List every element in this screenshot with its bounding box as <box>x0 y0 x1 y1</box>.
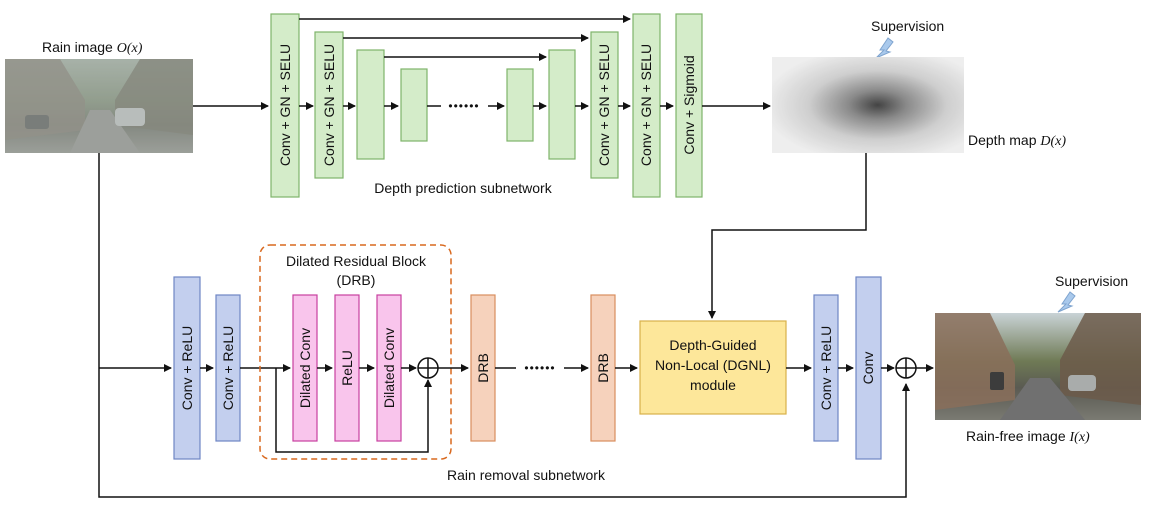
conv-relu-block-2: Conv + ReLU <box>215 294 241 442</box>
dilated-conv-block-2: Dilated Conv <box>376 294 402 442</box>
svg-text:Conv + ReLU: Conv + ReLU <box>818 326 834 410</box>
svg-text:Conv + GN + SELU: Conv + GN + SELU <box>321 44 337 166</box>
depth-block-5 <box>506 68 534 142</box>
dgnl-module: Depth-Guided Non-Local (DGNL) module <box>639 320 787 415</box>
depth-block-1: Conv + GN + SELU <box>270 13 300 198</box>
drb-residual-connection <box>275 368 432 453</box>
svg-text:Conv + GN + SELU: Conv + GN + SELU <box>596 44 612 166</box>
svg-text:Conv + GN + SELU: Conv + GN + SELU <box>638 44 654 166</box>
svg-text:Conv + Sigmoid: Conv + Sigmoid <box>681 55 697 154</box>
svg-text:DRB: DRB <box>595 353 611 383</box>
depth-to-dgnl-arrow <box>708 153 867 319</box>
depth-block-7: Conv + GN + SELU <box>590 31 619 179</box>
drb-block-1: DRB <box>470 294 496 442</box>
svg-text:Dilated Conv: Dilated Conv <box>381 328 397 408</box>
conv-relu-block-1: Conv + ReLU <box>173 276 201 460</box>
svg-text:module: module <box>690 377 736 393</box>
svg-text:Conv + ReLU: Conv + ReLU <box>179 326 195 410</box>
depth-block-4 <box>400 68 428 142</box>
rain-free-label: Rain-free image I(x) <box>966 428 1090 445</box>
depth-block-6 <box>548 49 576 160</box>
svg-text:DRB: DRB <box>475 353 491 383</box>
svg-text:Depth-Guided: Depth-Guided <box>669 337 756 353</box>
svg-text:Conv + GN + SELU: Conv + GN + SELU <box>277 44 293 166</box>
drb-title-abbrev: (DRB) <box>337 272 376 288</box>
dilated-conv-block-1: Dilated Conv <box>292 294 318 442</box>
svg-text:ReLU: ReLU <box>339 350 355 386</box>
rain-dots: •••••• <box>524 361 555 375</box>
drb-add-icon <box>417 357 439 379</box>
depth-subnet-label: Depth prediction subnetwork <box>374 180 552 196</box>
svg-text:Dilated Conv: Dilated Conv <box>297 328 313 408</box>
final-add-icon <box>895 357 917 379</box>
conv-relu-block-3: Conv + ReLU <box>813 294 839 442</box>
depth-block-3 <box>356 49 385 160</box>
depth-block-2: Conv + GN + SELU <box>314 31 344 179</box>
depth-map-image <box>772 57 964 153</box>
rain-free-image <box>935 313 1141 420</box>
rain-image-label: Rain image O(x) <box>42 39 143 56</box>
depth-block-8: Conv + GN + SELU <box>632 13 661 198</box>
supervision-label-top: Supervision <box>871 18 944 34</box>
rain-subnet-label: Rain removal subnetwork <box>447 467 606 483</box>
depth-dots: •••••• <box>448 99 479 113</box>
depth-block-sigmoid: Conv + Sigmoid <box>675 13 703 198</box>
relu-block: ReLU <box>334 294 360 442</box>
drb-detail-box <box>259 244 452 460</box>
supervision-arrow-icon-bottom <box>1057 291 1076 313</box>
svg-text:Conv + ReLU: Conv + ReLU <box>220 326 236 410</box>
drb-title: Dilated Residual Block <box>286 253 427 269</box>
depth-map-label: Depth map D(x) <box>968 132 1066 149</box>
svg-text:Non-Local (DGNL): Non-Local (DGNL) <box>655 357 771 373</box>
drb-block-2: DRB <box>590 294 616 442</box>
rain-image <box>5 59 193 153</box>
conv-block-final: Conv <box>855 276 882 460</box>
supervision-label-bottom: Supervision <box>1055 273 1128 289</box>
svg-text:Conv: Conv <box>860 352 876 385</box>
global-skip-connection <box>98 153 910 498</box>
supervision-arrow-icon <box>875 37 894 59</box>
